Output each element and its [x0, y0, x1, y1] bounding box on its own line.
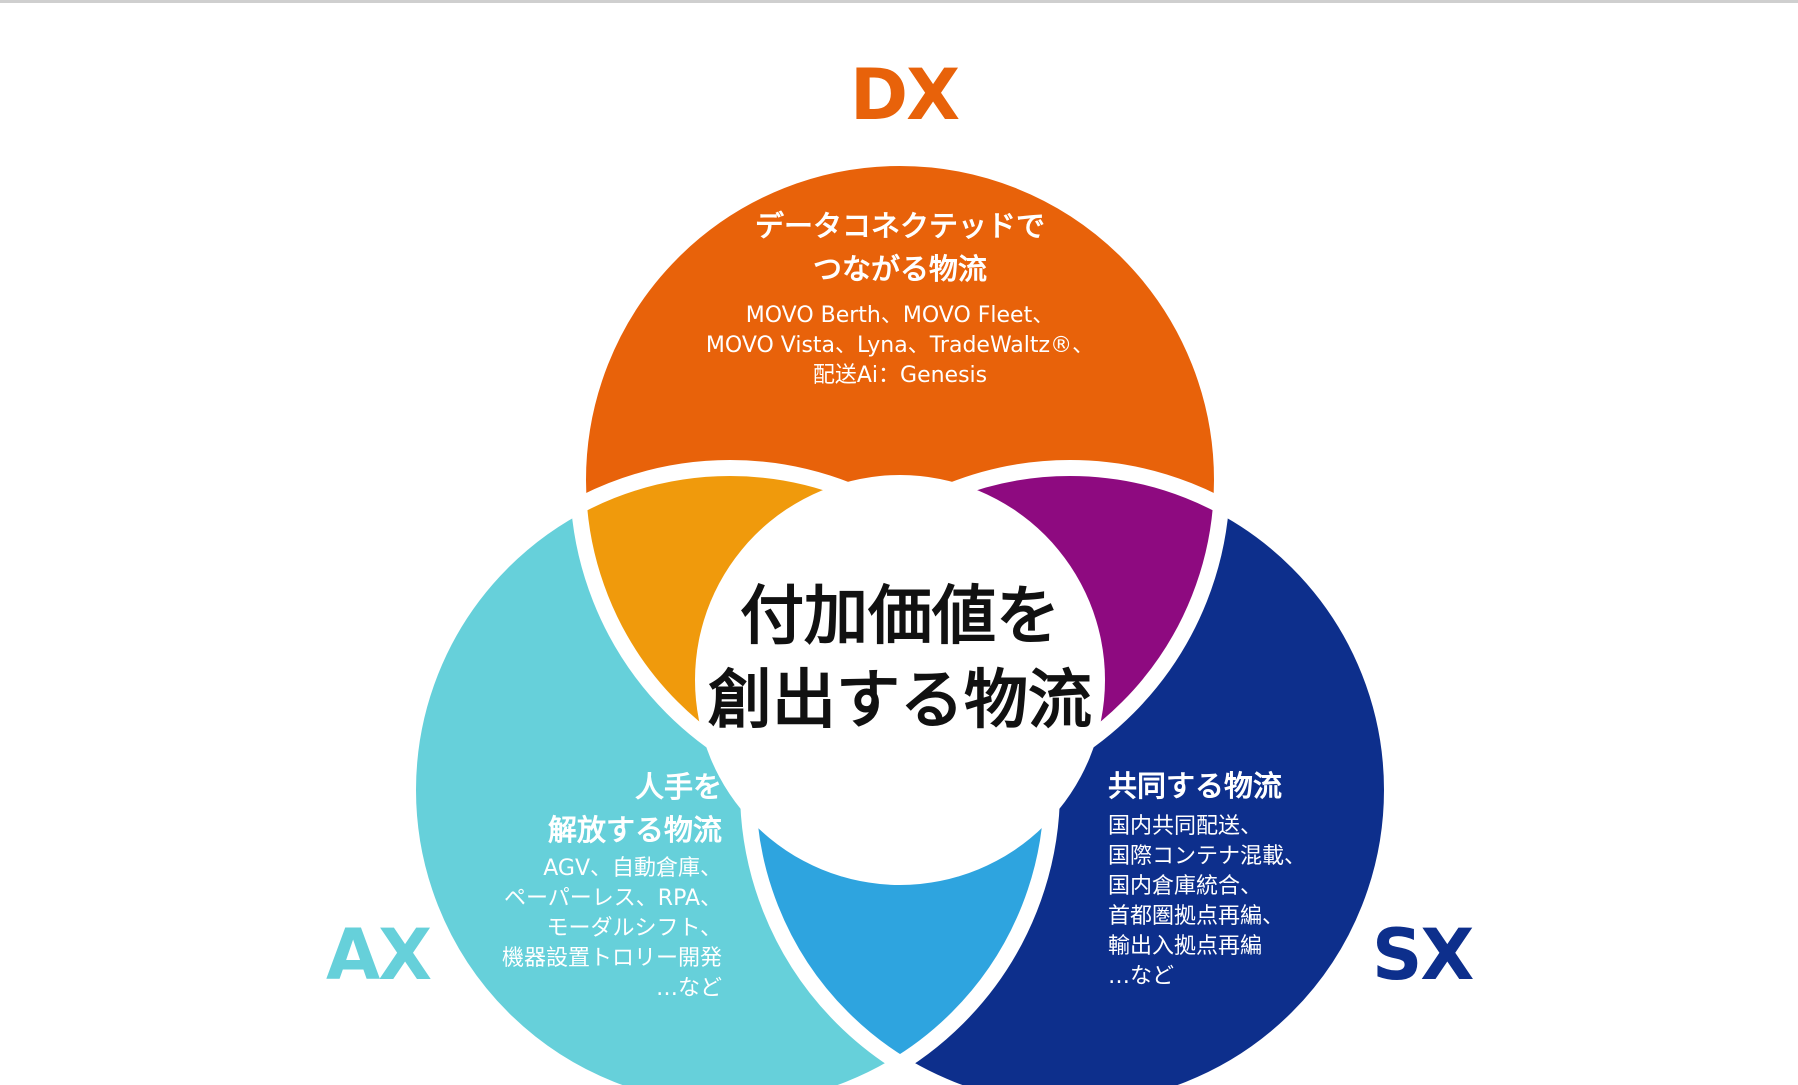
- sx-item: 輸出入拠点再編: [1108, 934, 1263, 959]
- dx-heading-line: つながる物流: [812, 252, 987, 286]
- ax-heading: 人手を 解放する物流: [420, 766, 722, 852]
- sx-item: 首都圏拠点再編、: [1108, 904, 1285, 929]
- center-hub: [695, 475, 1105, 885]
- dx-item: MOVO Vista、Lyna、TradeWaltz®、: [705, 333, 1095, 358]
- sx-label: SX: [1372, 914, 1474, 996]
- sx-heading: 共同する物流: [1108, 765, 1408, 808]
- ax-items: AGV、自動倉庫、 ペーパーレス、RPA、 モーダルシフト、 機器設置トロリー開…: [420, 854, 722, 1004]
- dx-item: MOVO Berth、MOVO Fleet、: [745, 303, 1055, 328]
- sx-item: 国内倉庫統合、: [1108, 874, 1263, 899]
- ax-label: AX: [326, 914, 432, 996]
- sx-item: …など: [1108, 964, 1175, 989]
- center-title: 付加価値を 創出する物流: [650, 575, 1150, 743]
- dx-heading-line: データコネクテッドで: [754, 209, 1045, 243]
- sx-items: 国内共同配送、 国際コンテナ混載、 国内倉庫統合、 首都圏拠点再編、 輸出入拠点…: [1108, 812, 1408, 992]
- sx-content: 共同する物流 国内共同配送、 国際コンテナ混載、 国内倉庫統合、 首都圏拠点再編…: [1108, 765, 1408, 992]
- ax-content: 人手を 解放する物流 AGV、自動倉庫、 ペーパーレス、RPA、 モーダルシフト…: [420, 766, 722, 1004]
- ax-item: ペーパーレス、RPA、: [504, 886, 722, 911]
- ax-item: …など: [655, 976, 722, 1001]
- ax-item: モーダルシフト、: [546, 916, 722, 941]
- ax-heading-line: 人手を: [634, 770, 722, 804]
- dx-content: データコネクテッドで つながる物流 MOVO Berth、MOVO Fleet、…: [650, 205, 1150, 391]
- top-divider: [0, 0, 1798, 3]
- dx-items: MOVO Berth、MOVO Fleet、 MOVO Vista、Lyna、T…: [650, 301, 1150, 391]
- dx-item: 配送Ai：Genesis: [812, 363, 988, 388]
- center-title-line: 創出する物流: [708, 664, 1092, 738]
- ax-item: 機器設置トロリー開発: [501, 946, 722, 971]
- ax-item: AGV、自動倉庫、: [543, 856, 722, 881]
- dx-heading: データコネクテッドで つながる物流: [650, 205, 1150, 291]
- sx-heading-line: 共同する物流: [1108, 769, 1283, 803]
- center-title-line: 付加価値を: [740, 580, 1060, 654]
- sx-item: 国内共同配送、: [1108, 814, 1263, 839]
- ax-heading-line: 解放する物流: [547, 813, 722, 847]
- sx-item: 国際コンテナ混載、: [1108, 844, 1307, 869]
- dx-label: DX: [850, 54, 960, 136]
